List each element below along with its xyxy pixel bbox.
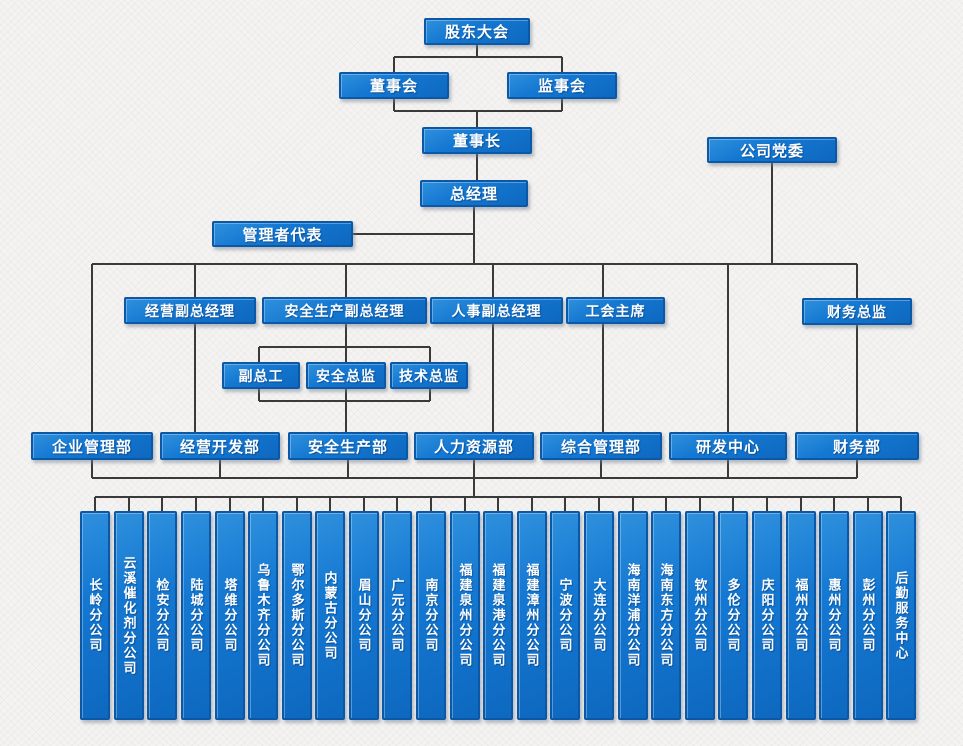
node-finance-director: 财务总监 (802, 298, 912, 325)
node-branch-qingyang: 庆阳分公司 (752, 511, 782, 720)
node-branch-fujian-zhangzhou: 福建漳州分公司 (517, 511, 547, 720)
node-branch-pengzhou: 彭州分公司 (853, 511, 883, 720)
node-logistics-service-center: 后勤服务中心 (886, 511, 916, 720)
node-union-chairman: 工会主席 (566, 297, 665, 324)
node-dept-enterprise-management: 企业管理部 (31, 432, 153, 460)
node-safety-director: 安全总监 (306, 362, 386, 389)
node-shareholders-meeting: 股东大会 (424, 18, 530, 45)
node-branch-urumqi: 乌鲁木齐分公司 (248, 511, 278, 720)
node-dept-business-development: 经营开发部 (160, 432, 280, 460)
node-vp-hr: 人事副总经理 (430, 297, 563, 324)
node-technology-director: 技术总监 (390, 362, 468, 389)
node-branch-fuzhou: 福州分公司 (786, 511, 816, 720)
node-branch-fujian-quanzhou: 福建泉州分公司 (450, 511, 480, 720)
node-branch-qinzhou: 钦州分公司 (685, 511, 715, 720)
node-dept-finance: 财务部 (795, 432, 919, 460)
node-branch-huizhou: 惠州分公司 (819, 511, 849, 720)
node-branch-tawei: 塔维分公司 (215, 511, 245, 720)
node-vp-safety-production: 安全生产副总经理 (262, 297, 427, 324)
node-branch-ordos: 鄂尔多斯分公司 (282, 511, 312, 720)
node-party-committee: 公司党委 (707, 137, 837, 163)
node-branch-guangyuan: 广元分公司 (382, 511, 412, 720)
node-management-representative: 管理者代表 (212, 221, 353, 247)
node-branch-yunxi-catalyst: 云溪催化剂分公司 (114, 511, 144, 720)
node-branch-inner-mongolia: 内蒙古分公司 (315, 511, 345, 720)
node-dept-human-resources: 人力资源部 (414, 432, 534, 460)
node-vp-operations: 经营副总经理 (124, 297, 256, 324)
node-chairman: 董事长 (422, 127, 532, 154)
node-branch-ningbo: 宁波分公司 (550, 511, 580, 720)
node-branch-hainan-dongfang: 海南东方分公司 (651, 511, 681, 720)
node-branch-nanjing: 南京分公司 (416, 511, 446, 720)
node-branch-hainan-yangpu: 海南洋浦分公司 (618, 511, 648, 720)
node-supervisory-board: 监事会 (507, 72, 617, 99)
node-branch-jianan: 检安分公司 (147, 511, 177, 720)
node-branch-dalian: 大连分公司 (584, 511, 614, 720)
node-branch-duolun: 多伦分公司 (718, 511, 748, 720)
node-dept-rnd-center: 研发中心 (669, 432, 787, 460)
node-dept-safety-production: 安全生产部 (288, 432, 408, 460)
node-deputy-chief-engineer: 副总工 (222, 362, 300, 389)
node-branch-meishan: 眉山分公司 (349, 511, 379, 720)
node-board-of-directors: 董事会 (339, 72, 449, 99)
node-branch-changling: 长岭分公司 (80, 511, 110, 720)
node-general-manager: 总经理 (420, 180, 528, 207)
node-dept-general-management: 综合管理部 (540, 432, 662, 460)
node-branch-lucheng: 陆城分公司 (181, 511, 211, 720)
node-branch-fujian-quangang: 福建泉港分公司 (483, 511, 513, 720)
